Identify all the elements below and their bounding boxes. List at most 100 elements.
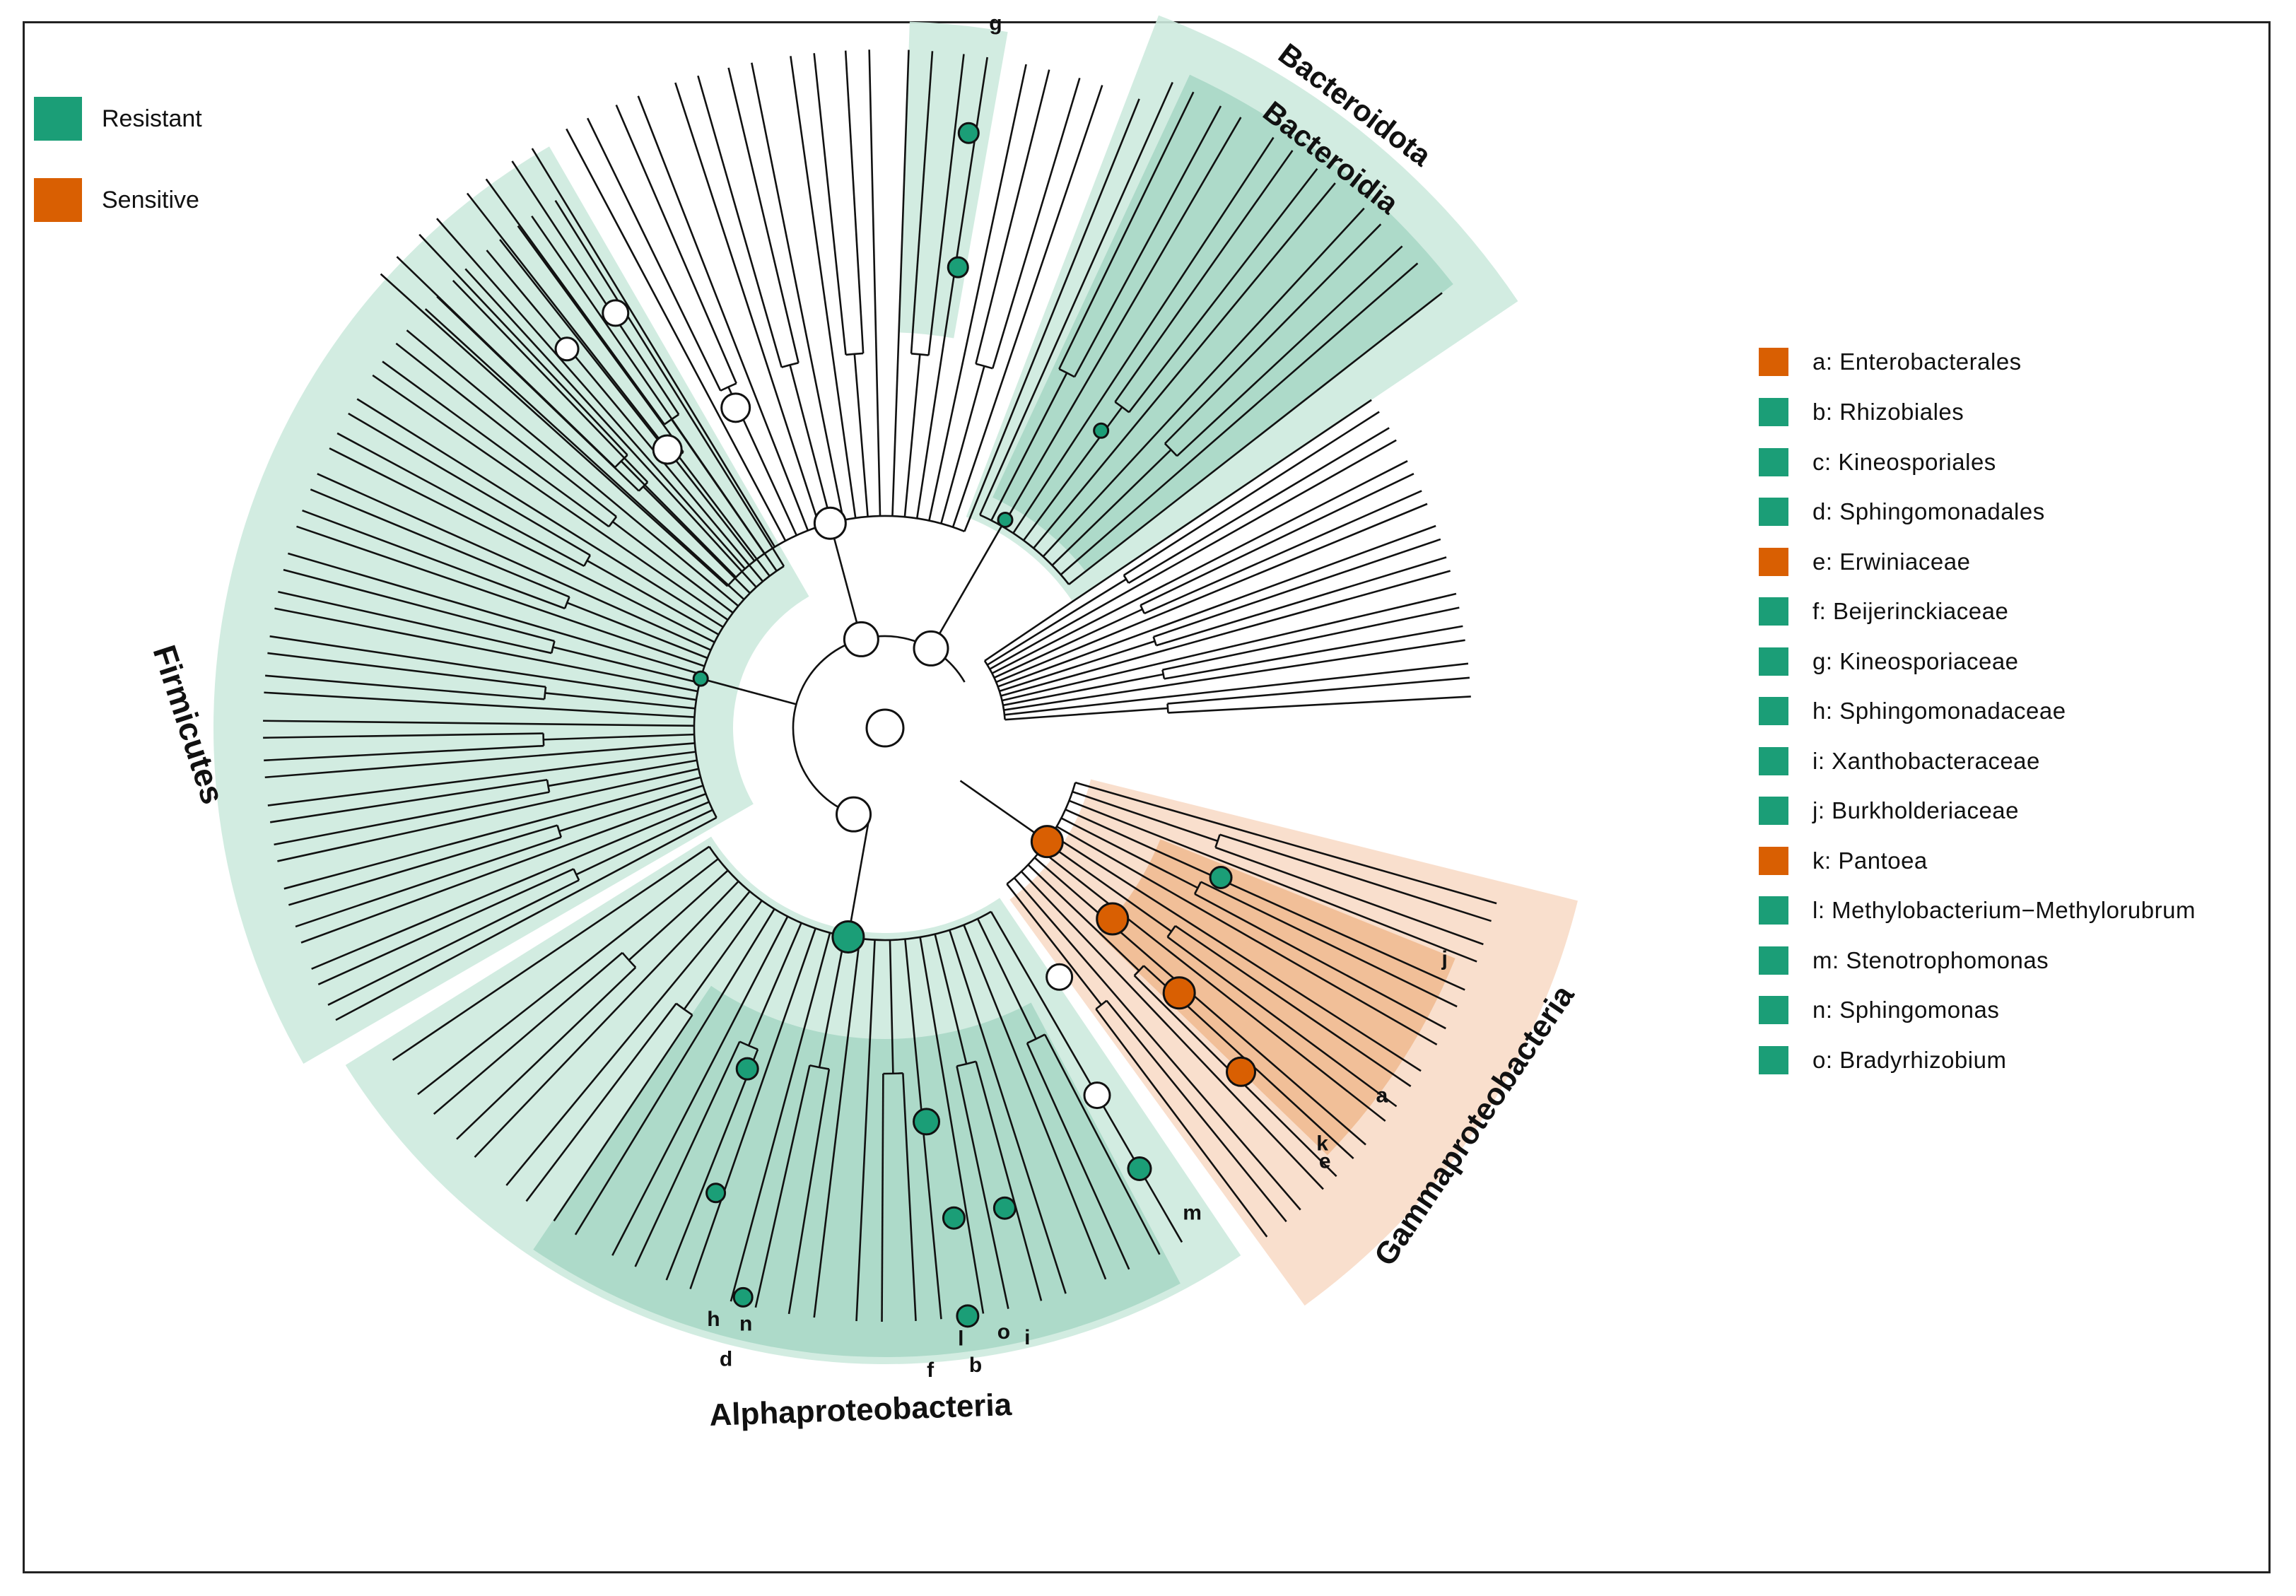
upper-node [843,621,879,657]
bacteroidia-shade [992,74,1453,572]
branch [327,879,580,1006]
key-swatch [1759,348,1788,376]
branch [1166,936,1398,1108]
branch [1174,925,1412,1087]
branch [574,908,775,1236]
branch [1176,245,1403,457]
key-label: f: Beijerinckiaceae [1812,598,2009,624]
branch [813,938,861,1318]
branch [552,646,700,684]
branch [902,1073,917,1321]
key-swatch [1759,996,1788,1024]
key-label: c: Kineosporiales [1812,449,1996,475]
branch [1072,790,1218,843]
branch [499,239,674,461]
key-label: k: Pantoea [1812,847,1928,874]
key-item-f: f: Beijerinckiaceae [1759,597,2008,626]
upper-inner-node [720,392,751,423]
branch [486,250,764,582]
branch [674,82,821,527]
xanthobacteraceae-node [992,1196,1017,1220]
branch [615,104,737,384]
burkholderiaceae-node [1209,866,1233,890]
node-letter-a: a [1376,1084,1388,1108]
branch [1004,662,1469,716]
branch [586,117,722,392]
branch [382,360,610,528]
key-label: b: Rhizobiales [1812,399,1964,425]
branch [959,780,1048,843]
branch [267,652,546,688]
key-item-a: a: Enterobacterales [1759,348,2022,376]
kineosporiaceae-node [957,122,980,144]
branch [930,525,1003,650]
branch [1002,592,1457,702]
branch [975,69,1050,365]
branch [1068,292,1443,585]
branch [1162,606,1460,671]
branch [984,399,1372,662]
branch [611,915,789,1256]
branch [927,54,965,356]
branch [566,128,787,541]
upper-leaf-node [554,336,580,362]
root-node [865,708,905,748]
branch [396,256,616,469]
key-swatch [1759,548,1788,576]
branch [548,759,698,787]
branch [1033,182,1336,549]
branch [818,936,846,1068]
key-label: m: Stenotrophomonas [1812,947,2049,973]
branch [531,148,776,548]
key-item-b: b: Rhizobiales [1759,398,1964,426]
branch [665,1049,759,1281]
branch [611,520,734,614]
key-swatch [1759,647,1788,676]
branch [677,455,771,577]
branch [754,1064,811,1308]
branch [452,279,649,483]
firmicutes-node [692,670,709,687]
branch-arc [739,1040,758,1050]
branch-arc [979,514,1070,585]
branch [310,488,570,598]
branch [751,62,845,521]
branch [329,447,715,643]
branch [1001,117,1242,527]
branch [1002,673,1164,707]
branch [1153,538,1441,638]
gamma-inner-node [1046,963,1074,991]
branch [464,268,757,588]
sphingomonadaceae-node [705,1183,727,1204]
methylobacterium-node [956,1304,980,1328]
key-label: a: Enterobacterales [1812,348,2022,375]
branch [372,374,729,621]
branch [700,677,797,705]
branch [963,925,1107,1280]
branch [348,412,591,556]
pantoea-node [1226,1056,1257,1087]
branch [855,939,876,1322]
branch-arc [983,660,1006,720]
branch-arc [720,382,737,392]
branch [1140,472,1414,606]
branch [986,578,1127,666]
branch [1128,168,1318,413]
branch [1051,449,1172,566]
node-letter-f: f [927,1359,935,1382]
branch-arc [845,352,864,356]
key-swatch [1759,398,1788,426]
branch [380,273,728,587]
branch [544,692,696,710]
branch [1013,877,1301,1211]
branch-arc [910,352,929,356]
branch [956,1066,1009,1309]
branch [670,418,766,554]
branch [566,602,708,659]
branch-arc [614,454,628,469]
key-swatch [1759,448,1788,476]
node-letter-j: j [1441,947,1447,970]
tree-branches [263,49,1497,1322]
branch [881,1073,884,1322]
figure-frame [23,21,2271,1573]
